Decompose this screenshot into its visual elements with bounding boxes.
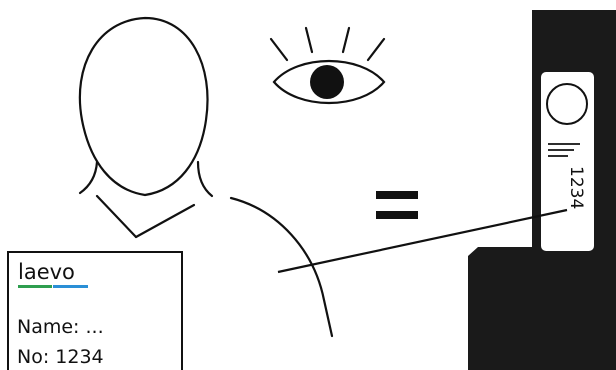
- neck-right: [198, 162, 212, 196]
- eye-lash-4: [368, 39, 384, 60]
- card-name-line: Name: ...: [17, 316, 104, 338]
- eye-pupil: [310, 65, 344, 99]
- shoulder-line: [231, 198, 332, 336]
- equals-bar-top: [376, 191, 418, 199]
- id-card: laevo Name: ... No: 1234: [7, 251, 183, 370]
- eye-lash-1: [271, 39, 287, 60]
- badge-device-icon: 1234: [468, 10, 616, 370]
- equals-sign-icon: [376, 191, 418, 219]
- equals-bar-bottom: [376, 211, 418, 219]
- collar-left: [97, 196, 136, 237]
- card-logo: laevo: [18, 260, 75, 284]
- eye-lash-3: [343, 28, 349, 52]
- badge-number: 1234: [566, 166, 586, 209]
- logo-bar-blue: [53, 285, 88, 288]
- head-outline: [80, 18, 208, 195]
- collar-right: [136, 205, 194, 237]
- neck-left: [80, 162, 97, 193]
- eye-lash-2: [306, 28, 312, 52]
- logo-bar-green: [18, 285, 52, 288]
- card-number-line: No: 1234: [17, 346, 104, 368]
- eye-icon: [271, 28, 384, 103]
